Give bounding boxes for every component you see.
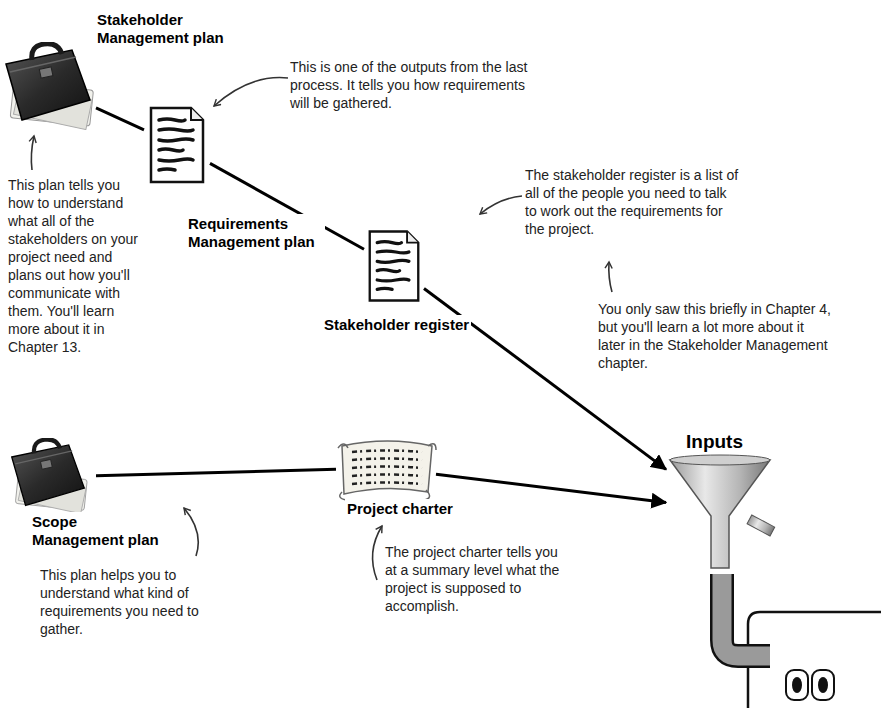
document-node: Project charter (338, 440, 434, 496)
handwritten-note: The stakeholder register is a list of al… (525, 166, 740, 238)
flow-line (96, 469, 336, 475)
leader-arrows (214, 78, 288, 106)
document-icon (151, 108, 203, 182)
document-icon (370, 231, 419, 300)
flow-line (96, 108, 144, 130)
document-node: Scope Management plan (2, 444, 94, 510)
machine-box (792, 677, 802, 693)
flow-line (436, 474, 666, 502)
document-node: Stakeholder register (366, 226, 422, 306)
funnel-icon (747, 515, 775, 536)
node-label: Stakeholder register (322, 315, 471, 335)
leader-arrows (480, 196, 522, 214)
leader-arrows (373, 526, 382, 580)
scroll-icon (342, 441, 432, 494)
node-label: Requirements Management plan (186, 214, 325, 252)
handwritten-note: The project charter tells you at a summa… (385, 543, 565, 615)
scroll-scribble (352, 467, 422, 469)
scroll-scribble (352, 483, 422, 485)
handwritten-note: This plan helps you to understand what k… (40, 566, 240, 638)
handwritten-note: This plan tells you how to understand wh… (8, 176, 143, 356)
scroll-icon (352, 451, 422, 485)
briefcase-icon (6, 44, 93, 130)
scroll-icon (338, 441, 436, 500)
leader-arrows (609, 262, 612, 292)
node-label: Project charter (345, 499, 455, 519)
funnel-icon (670, 460, 770, 568)
scroll-scribble (352, 475, 422, 477)
handwritten-note: This is one of the outputs from the last… (290, 58, 545, 112)
document-node: Inputs (668, 458, 770, 560)
funnel-icon (670, 455, 770, 465)
scroll-icon (338, 444, 436, 500)
briefcase-icon (6, 44, 93, 130)
machine-box (722, 574, 881, 708)
leader-arrows (184, 508, 198, 556)
machine-box (812, 670, 834, 700)
node-label: Inputs (684, 430, 745, 454)
briefcase-icon (12, 439, 88, 513)
scroll-scribble (352, 459, 422, 461)
document-node: Requirements Management plan (146, 104, 208, 186)
handwritten-note: You only saw this briefly in Chapter 4, … (598, 300, 833, 372)
document-node: Stakeholder Management plan (2, 42, 94, 130)
node-label: Scope Management plan (30, 512, 169, 550)
leader-arrows (31, 136, 34, 170)
document-icon (370, 231, 419, 300)
leader-arrows (31, 78, 612, 580)
machine-box (722, 574, 770, 656)
scroll-scribble (352, 451, 422, 453)
machine-box (786, 670, 808, 700)
machine-box (818, 677, 828, 693)
briefcase-icon (12, 439, 88, 513)
document-icon (151, 108, 203, 182)
machine-box (722, 574, 770, 656)
node-label: Stakeholder Management plan (95, 10, 234, 48)
funnel-icon (670, 455, 775, 568)
